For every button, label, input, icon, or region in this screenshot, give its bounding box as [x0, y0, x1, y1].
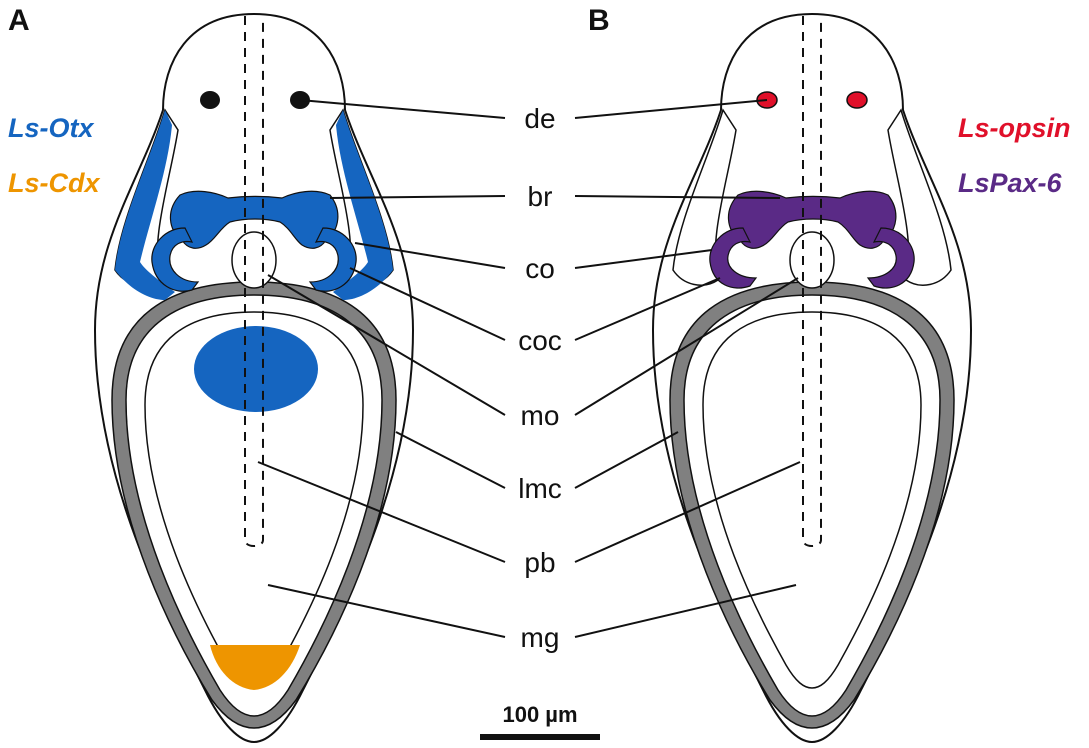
label-coc: coc: [518, 325, 562, 356]
label-mg: mg: [521, 622, 560, 653]
label-pb: pb: [524, 547, 555, 578]
gene-label-opsin: Ls-opsin: [958, 113, 1071, 143]
label-lmc: lmc: [518, 473, 562, 504]
label-br: br: [528, 181, 553, 212]
eye-right-opsin: [847, 92, 867, 108]
gene-label-otx: Ls-Otx: [8, 113, 94, 143]
structure-labels: de br co coc mo lmc pb mg: [518, 103, 562, 653]
label-de: de: [524, 103, 555, 134]
leader-lmc-a: [396, 432, 505, 488]
scale-bar: 100 µm: [480, 702, 600, 740]
label-co: co: [525, 253, 555, 284]
eye-left: [200, 91, 220, 109]
label-mo: mo: [521, 400, 560, 431]
panel-b-letter: B: [588, 4, 610, 37]
otx-midgut-domain: [194, 326, 318, 412]
panel-b: B Ls-opsin LsPax-6: [588, 4, 1071, 742]
panel-a-letter: A: [8, 4, 30, 37]
leader-lmc-b: [575, 432, 678, 488]
mouth: [232, 232, 276, 288]
panel-a: A Ls-Otx Ls-Cdx: [8, 4, 413, 742]
gene-label-pax6: LsPax-6: [958, 168, 1063, 198]
gene-label-cdx: Ls-Cdx: [8, 168, 100, 198]
scale-bar-line: [480, 734, 600, 740]
scale-bar-label: 100 µm: [502, 702, 577, 727]
